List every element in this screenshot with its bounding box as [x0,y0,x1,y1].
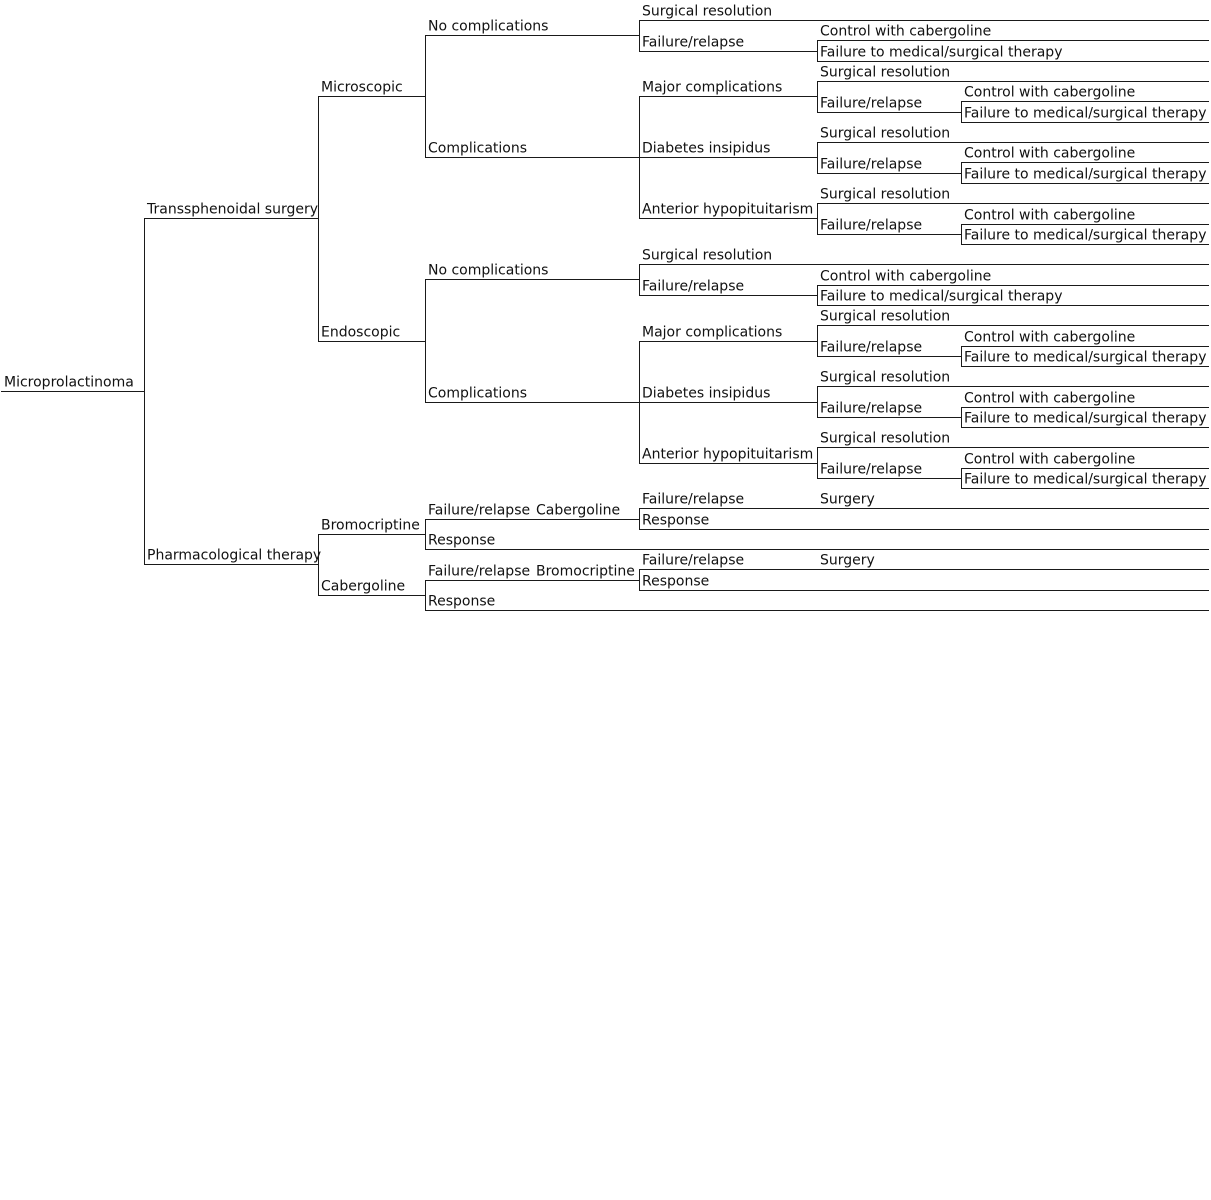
node-label-failure-relapse: Failure/relapse [820,340,922,356]
node-label-failure-relapse: Failure/relapse [820,462,922,478]
node-label-response: Response [428,594,495,610]
node-label-failure-relapse: Failure/relapse [642,492,744,508]
node-label-surgical-resolution: Surgical resolution [642,248,772,264]
node-label-pharmacological-therapy: Pharmacological therapy [147,548,321,564]
node-label-control-with-cabergoline: Control with cabergoline [820,269,991,285]
switch-drug-label-cabergoline: Cabergoline [536,503,620,519]
node-label-response: Response [642,574,709,590]
node-label-surgery: Surgery [820,553,875,569]
node-label-control-with-cabergoline: Control with cabergoline [964,146,1135,162]
node-label-diabetes-insipidus: Diabetes insipidus [642,141,770,157]
node-label-failure-to-medical-surgical-therapy: Failure to medical/surgical therapy [964,228,1206,244]
node-label-failure-relapse: Failure/relapse [642,553,744,569]
node-label-anterior-hypopituitarism: Anterior hypopituitarism [642,447,813,463]
node-label-response: Response [428,533,495,549]
node-label-major-complications: Major complications [642,325,782,341]
node-label-major-complications: Major complications [642,80,782,96]
node-label-surgical-resolution: Surgical resolution [820,187,950,203]
node-label-diabetes-insipidus: Diabetes insipidus [642,386,770,402]
node-label-control-with-cabergoline: Control with cabergoline [964,452,1135,468]
node-label-control-with-cabergoline: Control with cabergoline [964,208,1135,224]
node-label-endoscopic: Endoscopic [321,325,400,341]
node-label-failure-to-medical-surgical-therapy: Failure to medical/surgical therapy [964,106,1206,122]
node-label-control-with-cabergoline: Control with cabergoline [964,330,1135,346]
node-label-surgical-resolution: Surgical resolution [820,126,950,142]
node-label-failure-to-medical-surgical-therapy: Failure to medical/surgical therapy [820,45,1062,61]
node-label-surgical-resolution: Surgical resolution [820,309,950,325]
node-label-anterior-hypopituitarism: Anterior hypopituitarism [642,202,813,218]
node-label-failure-relapse: Failure/relapse [820,96,922,112]
node-label-surgical-resolution: Surgical resolution [820,370,950,386]
node-label-control-with-cabergoline: Control with cabergoline [820,24,991,40]
node-label-surgery: Surgery [820,492,875,508]
node-label-surgical-resolution: Surgical resolution [820,431,950,447]
node-label-failure-to-medical-surgical-therapy: Failure to medical/surgical therapy [964,167,1206,183]
node-label-complications: Complications [428,141,527,157]
node-label-transsphenoidal-surgery: Transsphenoidal surgery [146,202,318,218]
node-label-failure-to-medical-surgical-therapy: Failure to medical/surgical therapy [964,350,1206,366]
node-label-failure-relapse: Failure/relapse [428,503,530,519]
node-label-microscopic: Microscopic [321,80,403,96]
node-label-failure-relapse: Failure/relapse [820,157,922,173]
node-label-failure-relapse: Failure/relapse [642,279,744,295]
node-label-control-with-cabergoline: Control with cabergoline [964,85,1135,101]
node-label-failure-to-medical-surgical-therapy: Failure to medical/surgical therapy [964,472,1206,488]
node-label-failure-relapse: Failure/relapse [820,401,922,417]
node-label-failure-relapse: Failure/relapse [428,564,530,580]
switch-drug-label-bromocriptine: Bromocriptine [536,564,635,580]
node-label-microprolactinoma: Microprolactinoma [4,375,134,391]
node-label-no-complications: No complications [428,263,548,279]
node-label-failure-to-medical-surgical-therapy: Failure to medical/surgical therapy [964,411,1206,427]
node-label-bromocriptine: Bromocriptine [321,518,420,534]
node-label-control-with-cabergoline: Control with cabergoline [964,391,1135,407]
node-label-failure-to-medical-surgical-therapy: Failure to medical/surgical therapy [820,289,1062,305]
node-label-response: Response [642,513,709,529]
node-label-surgical-resolution: Surgical resolution [820,65,950,81]
node-label-complications: Complications [428,386,527,402]
node-label-cabergoline: Cabergoline [321,579,405,595]
node-label-failure-relapse: Failure/relapse [820,218,922,234]
node-label-failure-relapse: Failure/relapse [642,35,744,51]
node-label-no-complications: No complications [428,19,548,35]
node-label-surgical-resolution: Surgical resolution [642,4,772,20]
